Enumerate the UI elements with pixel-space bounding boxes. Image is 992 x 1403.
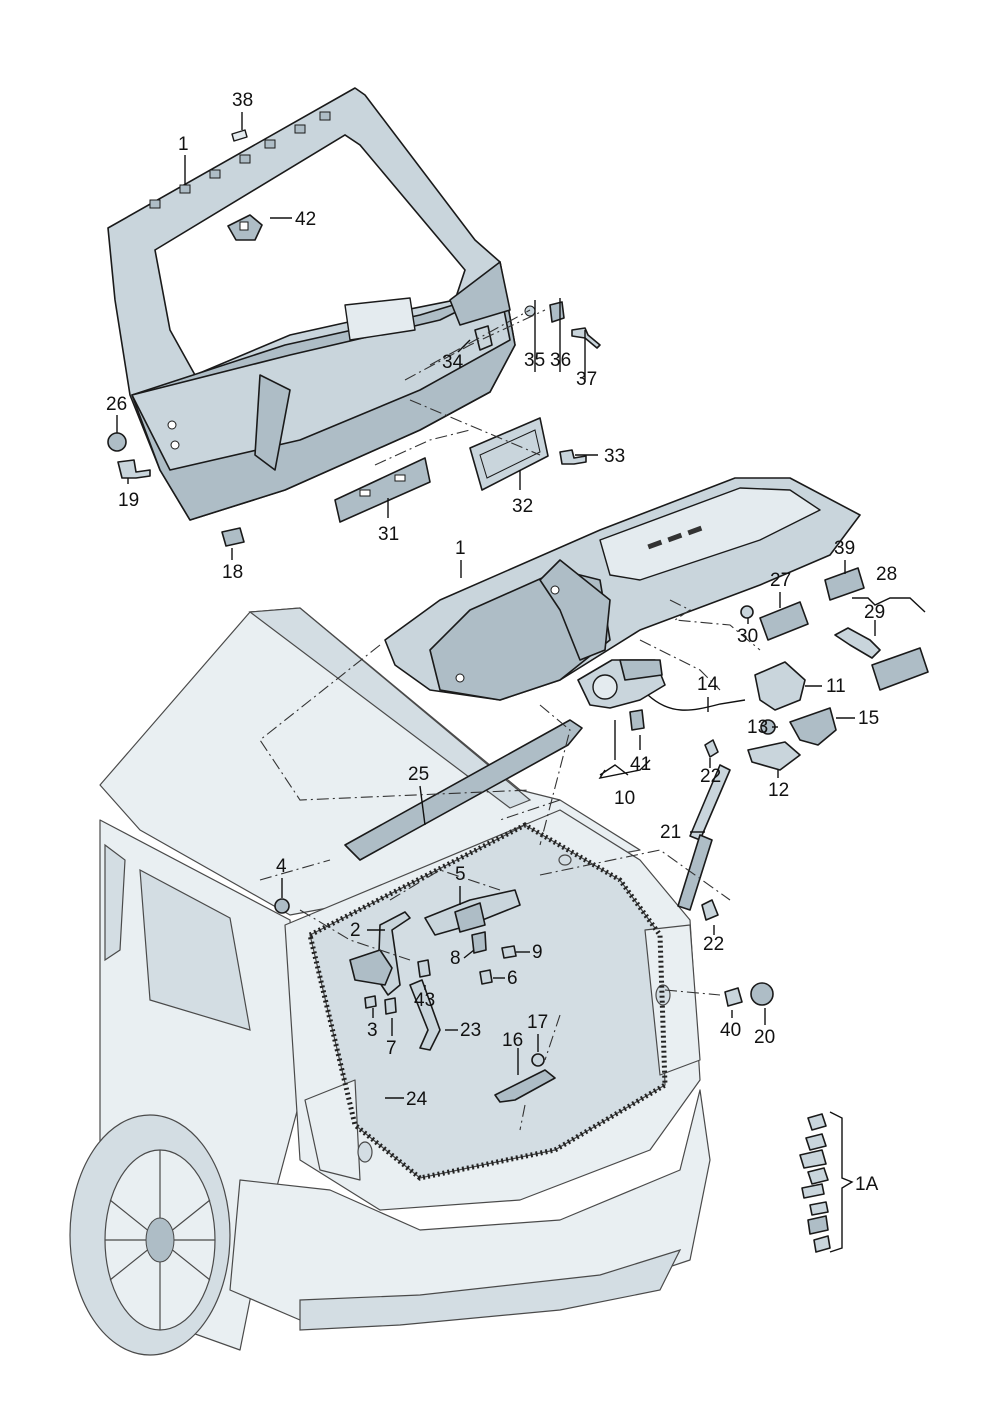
label-39: 39 bbox=[834, 538, 855, 559]
label-16: 16 bbox=[502, 1030, 523, 1051]
part-17-nut bbox=[531, 1053, 545, 1067]
part-23-cover bbox=[409, 979, 441, 1051]
label-32: 32 bbox=[512, 496, 533, 517]
label-4: 4 bbox=[276, 856, 287, 877]
callout-labels: 1 38 42 35 36 37 26 34 33 19 31 32 18 1 … bbox=[106, 90, 897, 1195]
label-19: 19 bbox=[118, 490, 139, 511]
tailgate-outer-view bbox=[107, 87, 516, 521]
label-15: 15 bbox=[858, 708, 879, 729]
label-13: 13 bbox=[747, 717, 768, 738]
part-11-lock bbox=[754, 661, 806, 711]
part-18-buffer bbox=[221, 527, 245, 547]
label-23: 23 bbox=[460, 1020, 481, 1041]
part-42-bracket bbox=[227, 214, 263, 241]
part-27-light bbox=[759, 601, 809, 641]
car-body bbox=[69, 607, 711, 1356]
part-19-bolt bbox=[117, 459, 151, 479]
part-7-screw bbox=[384, 997, 397, 1015]
part-6-screw bbox=[479, 969, 493, 985]
part-26-nut bbox=[107, 432, 127, 452]
label-1-mid: 1 bbox=[455, 538, 466, 559]
part-20-plug bbox=[750, 982, 774, 1006]
part-8-clip bbox=[471, 931, 487, 954]
label-3: 3 bbox=[367, 1020, 378, 1041]
part-3-screw bbox=[364, 995, 377, 1009]
label-25: 25 bbox=[408, 764, 429, 785]
label-37: 37 bbox=[576, 369, 597, 390]
part-41-switch bbox=[629, 709, 645, 731]
part-14-cable bbox=[647, 694, 746, 711]
part-3-latch bbox=[349, 949, 393, 986]
label-26: 26 bbox=[106, 394, 127, 415]
tailgate-inner-view bbox=[384, 477, 861, 701]
part-25-spoiler bbox=[344, 719, 583, 861]
part-31-gasket bbox=[334, 457, 431, 523]
label-8: 8 bbox=[450, 948, 461, 969]
label-30: 30 bbox=[737, 626, 758, 647]
label-1-top: 1 bbox=[178, 134, 189, 155]
label-22-b: 22 bbox=[703, 934, 724, 955]
label-6: 6 bbox=[507, 968, 518, 989]
part-39-light bbox=[824, 567, 865, 601]
leader-lines bbox=[116, 112, 926, 1253]
label-35: 35 bbox=[524, 350, 545, 371]
label-43: 43 bbox=[414, 990, 435, 1011]
label-9: 9 bbox=[532, 942, 543, 963]
part-29-wiring bbox=[834, 627, 881, 659]
part-21-gas-strut bbox=[677, 764, 731, 911]
part-30-nut bbox=[740, 605, 754, 619]
label-11: 11 bbox=[826, 676, 846, 697]
part-40-clip bbox=[724, 987, 743, 1007]
label-20: 20 bbox=[754, 1027, 775, 1048]
label-36: 36 bbox=[550, 350, 571, 371]
label-5: 5 bbox=[455, 864, 466, 885]
label-34: 34 bbox=[442, 352, 464, 373]
part-1A-screw-set bbox=[799, 1113, 831, 1253]
label-12: 12 bbox=[768, 780, 789, 801]
label-24: 24 bbox=[406, 1089, 428, 1110]
label-41: 41 bbox=[630, 754, 651, 775]
label-29: 29 bbox=[864, 602, 885, 623]
tailgate-seal bbox=[307, 822, 668, 1181]
part-22-ball-stud-a bbox=[704, 739, 719, 758]
label-42: 42 bbox=[295, 209, 316, 230]
part-22-ball-stud-b bbox=[701, 899, 719, 921]
label-31: 31 bbox=[378, 524, 399, 545]
part-12-striker bbox=[747, 741, 801, 771]
label-33: 33 bbox=[604, 446, 625, 467]
part-4-bolt bbox=[274, 898, 290, 914]
part-34-clip bbox=[474, 325, 493, 351]
part-28-light bbox=[871, 647, 929, 691]
label-21: 21 bbox=[660, 822, 681, 843]
label-40: 40 bbox=[720, 1020, 741, 1041]
part-15-handle bbox=[789, 707, 837, 746]
label-10: 10 bbox=[614, 788, 635, 809]
part-33-screw bbox=[559, 449, 587, 465]
label-38: 38 bbox=[232, 90, 253, 111]
label-18: 18 bbox=[222, 562, 243, 583]
part-43-screw bbox=[417, 959, 431, 978]
label-17: 17 bbox=[527, 1012, 548, 1033]
label-14: 14 bbox=[697, 674, 719, 695]
part-10-motor bbox=[577, 659, 666, 709]
part-16-striker-plate bbox=[494, 1069, 556, 1103]
label-2: 2 bbox=[350, 920, 361, 941]
part-9-screw bbox=[501, 945, 517, 959]
parts-35-37 bbox=[524, 301, 601, 349]
label-27: 27 bbox=[770, 570, 791, 591]
part-32-plate-bracket bbox=[469, 417, 549, 491]
label-1A: 1A bbox=[855, 1174, 879, 1195]
label-7: 7 bbox=[386, 1038, 397, 1059]
part-38-tag bbox=[231, 129, 248, 142]
assembly-lines bbox=[259, 309, 761, 1131]
label-22-a: 22 bbox=[700, 766, 721, 787]
part-5-actuator bbox=[424, 889, 521, 936]
label-28: 28 bbox=[876, 564, 897, 585]
